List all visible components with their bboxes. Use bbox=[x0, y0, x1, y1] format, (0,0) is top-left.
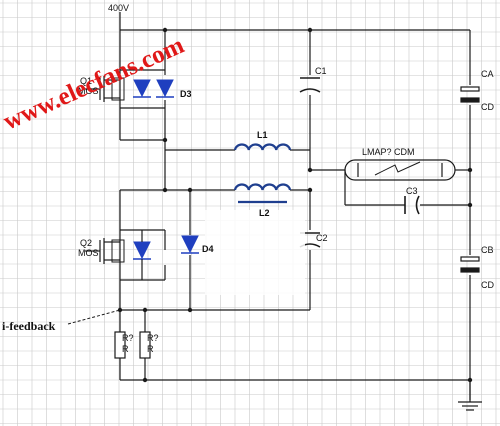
ca-label: CA bbox=[481, 69, 494, 79]
r2-value-label: R bbox=[147, 344, 154, 354]
diode-d3 bbox=[156, 79, 174, 98]
wiring bbox=[67, 12, 482, 411]
capacitor-cb bbox=[460, 256, 480, 273]
supply-voltage-label: 400V bbox=[108, 3, 129, 13]
mosfet-q1 bbox=[85, 76, 125, 102]
diode-d4 bbox=[181, 235, 199, 254]
r1-label: R? bbox=[122, 333, 134, 343]
c1-label: C1 bbox=[315, 66, 327, 76]
c2-label: C2 bbox=[316, 233, 328, 243]
inductor-l2 bbox=[233, 183, 292, 204]
feedback-label: i-feedback bbox=[2, 319, 56, 333]
d4-label: D4 bbox=[202, 244, 214, 254]
d3-label: D3 bbox=[180, 89, 192, 99]
faded-region bbox=[205, 210, 305, 295]
q2-type-label: MOS bbox=[78, 248, 99, 258]
cb-type-label: CD bbox=[481, 280, 494, 290]
lamp-cdm bbox=[344, 159, 456, 181]
capacitor-c1 bbox=[299, 77, 321, 93]
cb-label: CB bbox=[481, 245, 494, 255]
q2-label: Q2 bbox=[80, 238, 92, 248]
capacitor-ca bbox=[460, 86, 480, 103]
r1-value-label: R bbox=[122, 344, 129, 354]
capacitor-c3 bbox=[404, 195, 420, 215]
l2-label: L2 bbox=[259, 208, 270, 218]
q1-body-diode bbox=[133, 79, 151, 98]
junction-dots bbox=[117, 27, 473, 383]
q1-label: Q1 bbox=[80, 76, 92, 86]
mosfet-q2 bbox=[85, 238, 125, 264]
l1-label: L1 bbox=[257, 130, 268, 140]
q1-type-label: MOS bbox=[78, 86, 99, 96]
r2-label: R? bbox=[147, 333, 159, 343]
resistor-r2 bbox=[139, 331, 151, 359]
resistor-r1 bbox=[114, 331, 126, 359]
lamp-label: LMAP? CDM bbox=[362, 147, 415, 157]
c3-label: C3 bbox=[406, 186, 418, 196]
ca-type-label: CD bbox=[481, 102, 494, 112]
inductor-l1 bbox=[233, 143, 292, 151]
q2-body-diode bbox=[133, 230, 151, 280]
